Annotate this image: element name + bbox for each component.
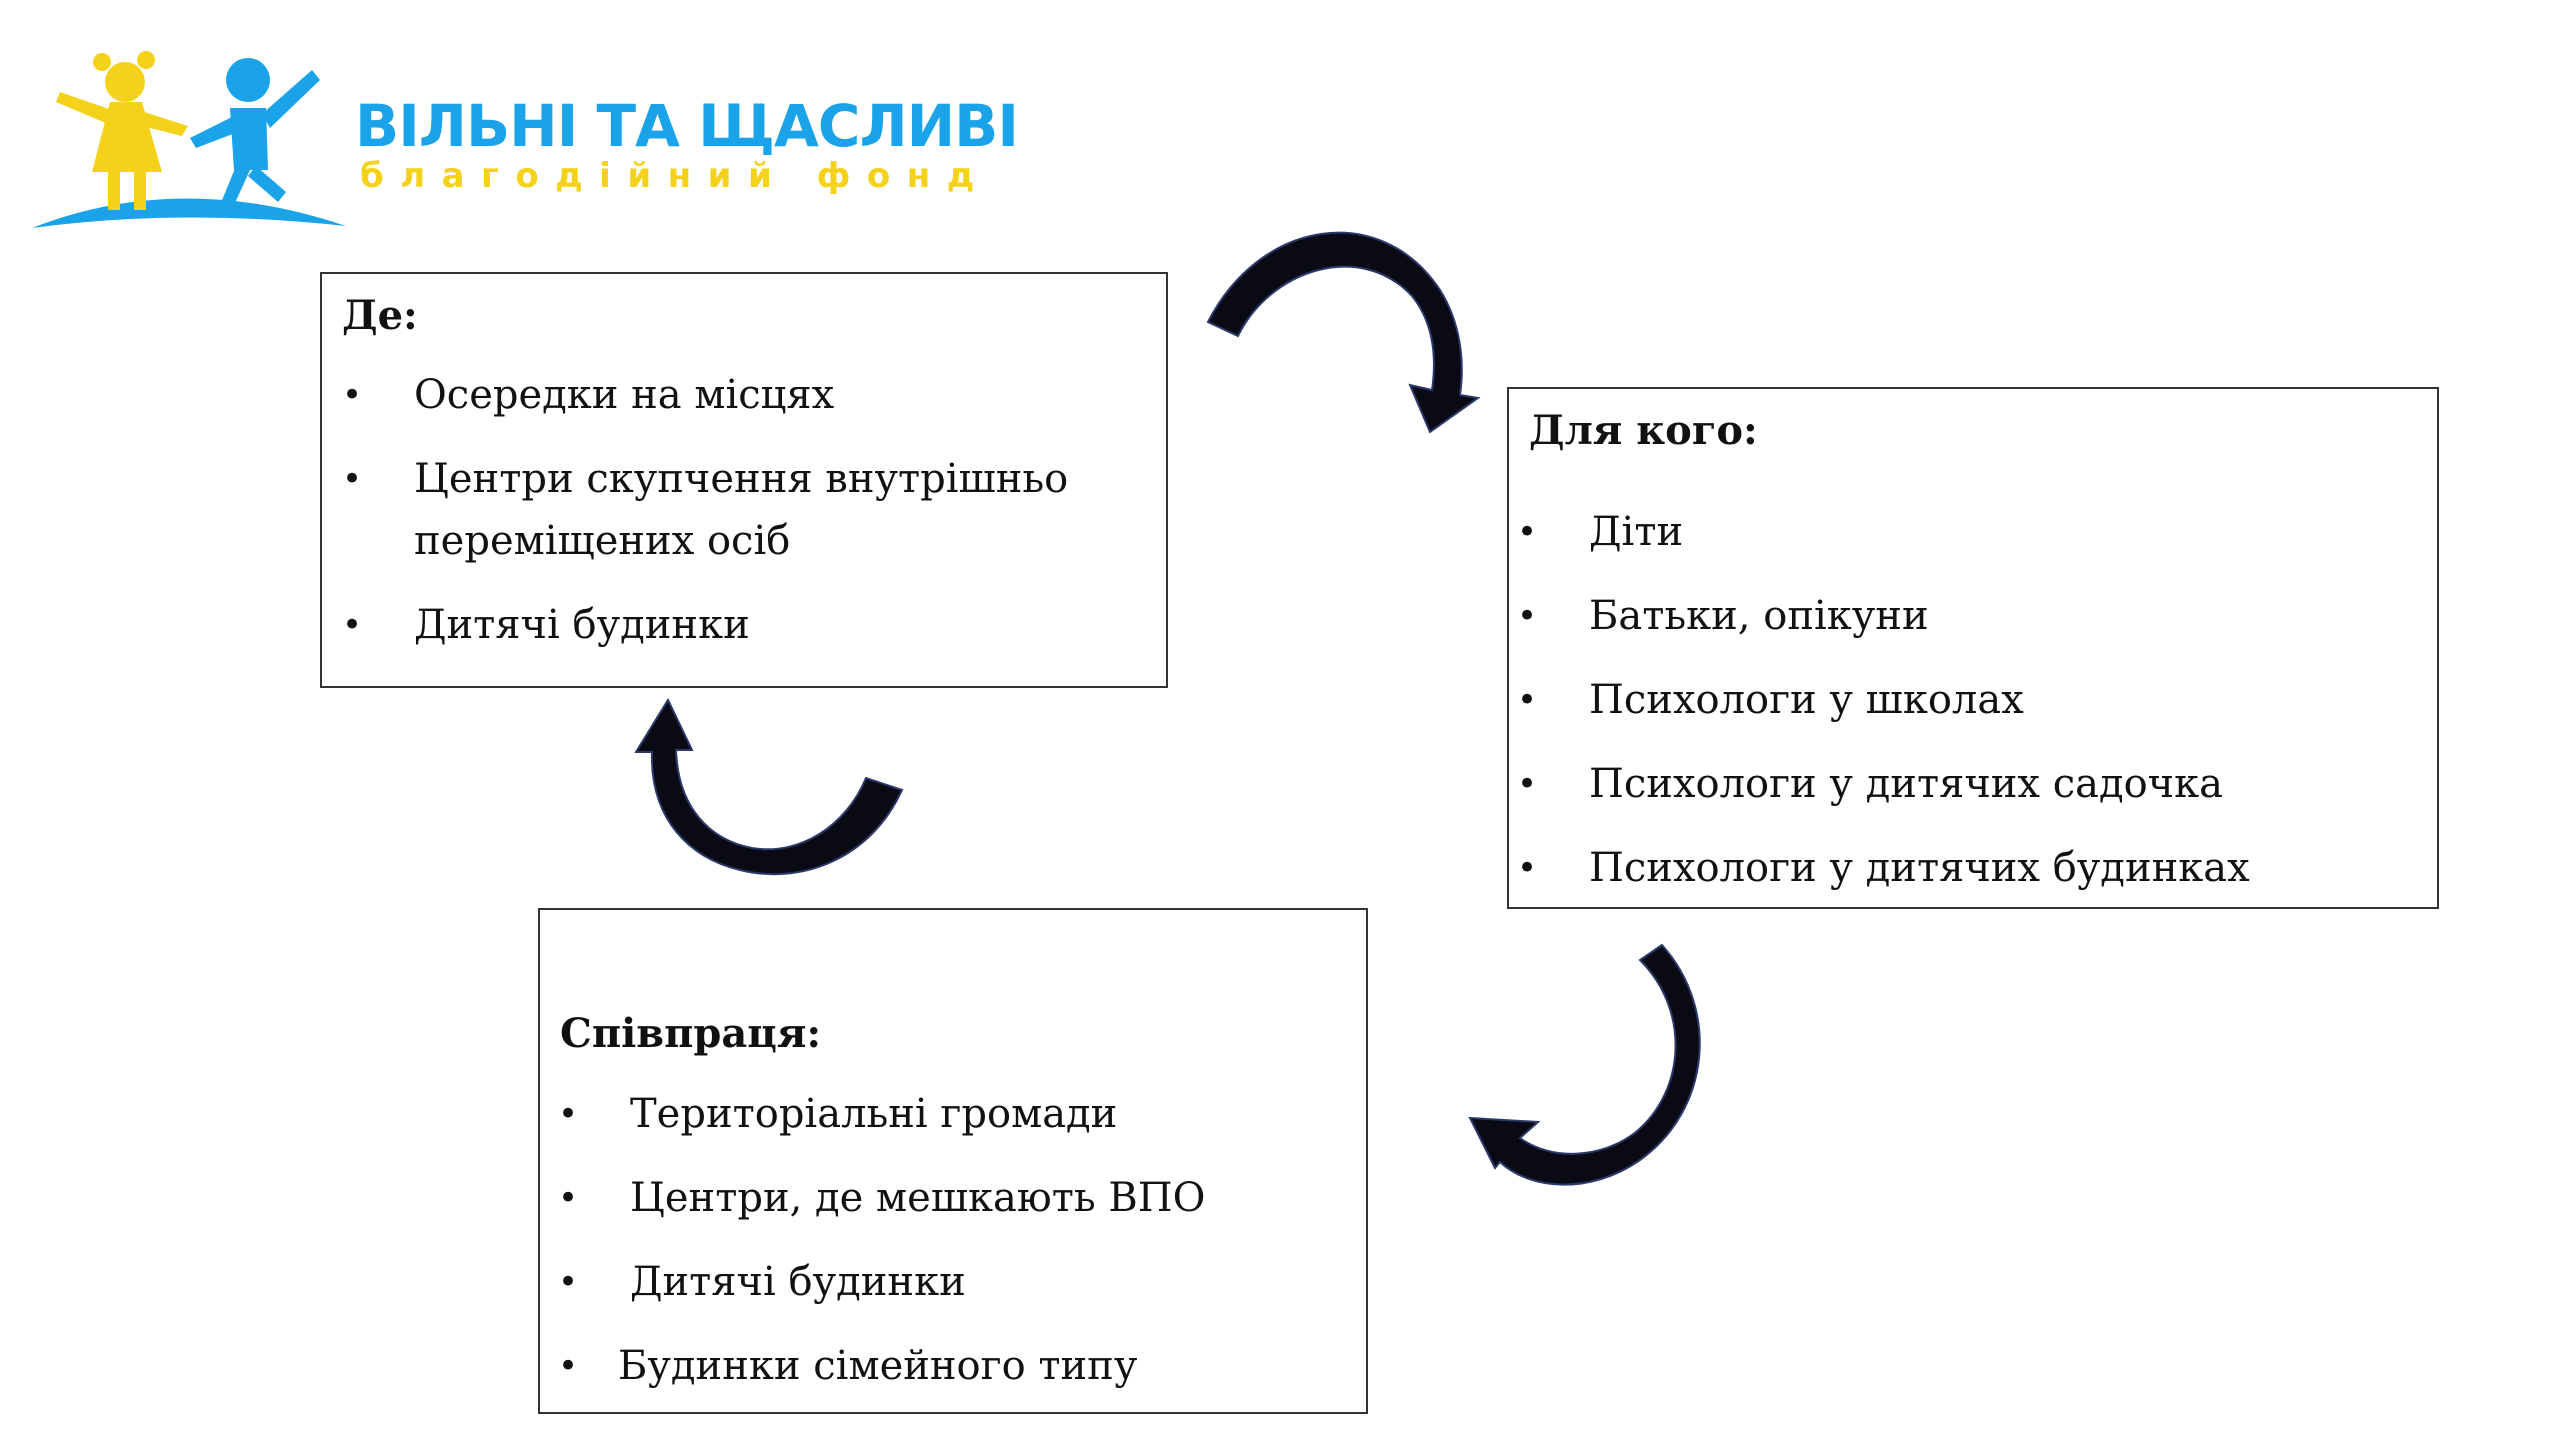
where-list: Осередки на місцях Центри скупчення внут… (342, 364, 1146, 678)
who-title: Для кого: (1529, 407, 1758, 454)
cooperation-box: Співпраця: Територіальні громади Центри,… (538, 908, 1368, 1414)
where-title: Де: (342, 292, 418, 339)
list-item: Психологи у дитячих будинках (1517, 837, 2250, 899)
cooperation-title: Співпраця: (560, 1010, 822, 1057)
children-logo-icon (32, 51, 346, 228)
logo-title: ВІЛЬНІ ТА ЩАСЛИВІ (355, 92, 1019, 160)
arrow-right-icon (1468, 943, 1701, 1186)
list-item: Центри, де мешкають ВПО (558, 1167, 1205, 1229)
where-box: Де: Осередки на місцях Центри скупчення … (320, 272, 1168, 688)
who-box: Для кого: Діти Батьки, опікуни Психологи… (1507, 387, 2439, 909)
list-item: Психологи у школах (1517, 669, 2250, 731)
foundation-logo: ВІЛЬНІ ТА ЩАСЛИВІ благодійний фонд (30, 40, 1019, 240)
arrow-top-icon (1206, 231, 1481, 434)
list-item: Будинки сімейного типу (558, 1335, 1193, 1397)
list-item: Батьки, опікуни (1517, 585, 2250, 647)
logo-subtitle: благодійний фонд (360, 156, 991, 196)
list-item: Осередки на місцях (342, 364, 1146, 426)
cooperation-list: Територіальні громади Центри, де мешкают… (558, 1083, 1205, 1419)
list-item: Дитячі будинки (558, 1251, 1205, 1313)
who-list: Діти Батьки, опікуни Психологи у школах … (1517, 501, 2250, 921)
list-item: Психологи у дитячих садочка (1517, 753, 2250, 815)
list-item: Територіальні громади (558, 1083, 1205, 1145)
list-item: Діти (1517, 501, 2250, 563)
arrow-left-icon (634, 697, 904, 876)
list-item: Дитячі будинки (342, 594, 1146, 656)
list-item: Центри скупчення внутрішньо переміщених … (342, 448, 1146, 572)
